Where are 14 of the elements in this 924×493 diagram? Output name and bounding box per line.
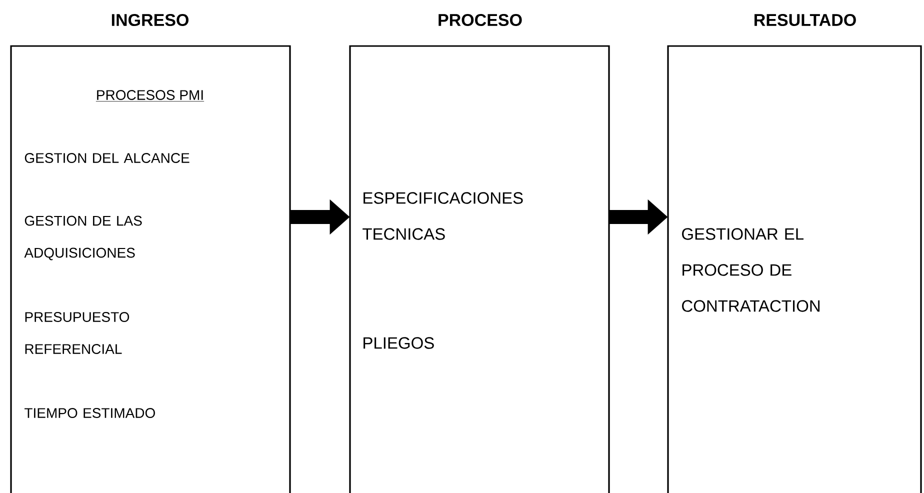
list-item: PLIEGOS bbox=[364, 337, 434, 349]
process-box bbox=[667, 45, 922, 493]
list-item: GESTION DEL ALCANCE bbox=[24, 153, 190, 163]
list-item: ESPECIFICACIONES TECNICAS bbox=[362, 192, 523, 240]
column-heading: INGRESO bbox=[112, 14, 188, 26]
column-heading: RESULTADO bbox=[754, 14, 856, 26]
list-item: TIEMPO ESTIMADO bbox=[24, 408, 155, 418]
column-heading: PROCESO bbox=[438, 14, 522, 26]
list-item: GESTIONAR EL PROCESO DE CONTRATACTION bbox=[682, 228, 820, 312]
list-item: PROCESOS PMI bbox=[96, 90, 204, 102]
process-box bbox=[10, 45, 291, 493]
list-item: PRESUPUESTO REFERENCIAL bbox=[25, 312, 130, 354]
list-item: GESTION DE LAS ADQUISICIONES bbox=[24, 216, 142, 260]
process-box bbox=[349, 45, 610, 493]
